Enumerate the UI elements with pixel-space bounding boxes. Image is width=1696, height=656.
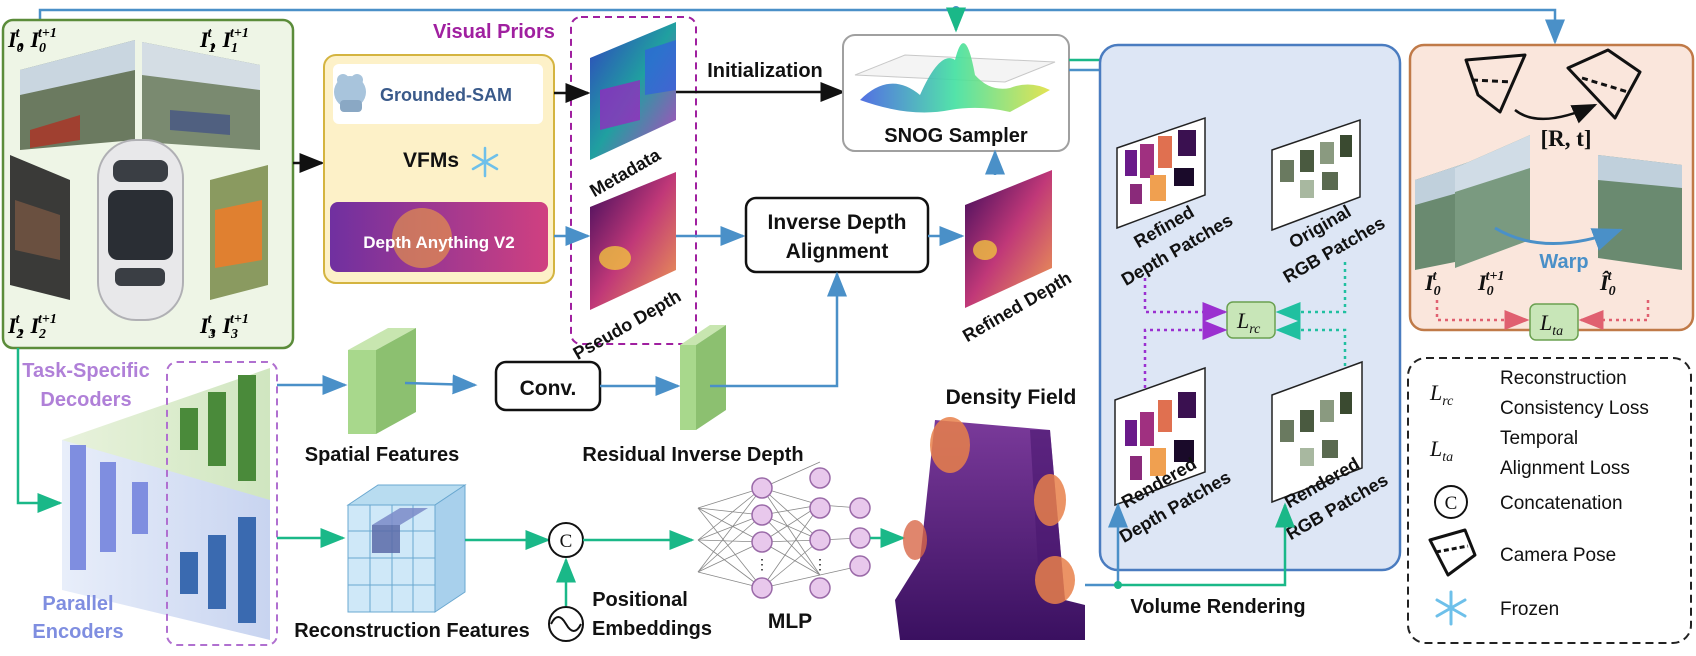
- decoders-label-line2: Decoders: [40, 389, 131, 411]
- original-rgb-to-lrc-arrow: [1275, 262, 1347, 322]
- front-left-image: [20, 40, 135, 150]
- i0hat-label: Î0t: [1599, 269, 1616, 299]
- residual-inverse-depth-label: Residual Inverse Depth: [582, 444, 803, 466]
- legend-camera-pose: Camera Pose: [1500, 545, 1616, 566]
- rendered-rgb-patches-image: [1271, 360, 1363, 504]
- inverse-depth-alignment-line1: Inverse Depth: [768, 211, 907, 234]
- i0t-label: I0t: [1424, 269, 1441, 299]
- legend-ta-symbol: Lta: [1429, 436, 1453, 465]
- visual-priors-frame: [570, 16, 697, 345]
- camera-pose-legend-icon: [1428, 528, 1477, 577]
- mlp-nodes: [751, 467, 871, 599]
- visual-priors-title: Visual Priors: [433, 21, 555, 43]
- temporal-alignment-panel: [R, t] Warp I0t I0t+1 Î0t Lta: [1408, 43, 1695, 341]
- density-field-volume: [895, 417, 1085, 640]
- concat-node-letter: C: [560, 531, 573, 552]
- top-feedback-line: [38, 6, 1565, 45]
- decoders-label-line1: Task-Specific: [22, 360, 149, 382]
- cam2-label: I2t, I2t+1: [7, 312, 57, 342]
- snowflake-icon: [471, 146, 499, 178]
- input-to-encoder-arrow: [16, 348, 63, 513]
- residual-to-align-arrow: [710, 271, 847, 388]
- vfm-panel: Grounded-SAM VFMs Depth Anything V2: [323, 54, 555, 284]
- concat-icon: C: [1434, 485, 1468, 519]
- positional-label-line1: Positional: [592, 589, 688, 611]
- concat-node: C: [548, 522, 584, 558]
- warp-label: Warp: [1539, 251, 1588, 273]
- snog-sampler-label: SNOG Sampler: [884, 125, 1028, 147]
- spatial-features-block: [348, 328, 416, 434]
- vfms-label: VFMs: [403, 149, 459, 172]
- cam3-label: I3t, I3t+1: [199, 312, 249, 342]
- grounded-sam-label: Grounded-SAM: [380, 85, 512, 105]
- grounded-sam-logo-icon: [334, 74, 366, 112]
- conv-box: Conv.: [494, 360, 602, 412]
- mlp-ellipsis-1: ⋮: [755, 556, 769, 572]
- refined-depth-patches-image: [1116, 116, 1206, 230]
- pseudo-depth-label: Pseudo Depth: [570, 286, 685, 364]
- input-images-panel: I0t, I0t+1 I1t, I1t+1 I2t, I2t+1 I3t, I3…: [1, 18, 295, 350]
- legend-frozen: Frozen: [1500, 599, 1559, 620]
- rear-right-image: [210, 165, 268, 300]
- rendered-rgb-to-lrc-arrow: [1275, 320, 1347, 380]
- rendered-depth-patches-image: [1114, 366, 1206, 507]
- metadata-image: [590, 22, 676, 160]
- rear-left-image: [10, 155, 70, 300]
- legend-rc-symbol: Lrc: [1429, 380, 1454, 409]
- mlp-network: [697, 461, 861, 589]
- encoders-label-line2: Encoders: [32, 621, 123, 643]
- cam0-label: I0t, I0t+1: [7, 26, 57, 56]
- depth-anything-label: Depth Anything V2: [363, 233, 514, 252]
- positional-embedding-icon: [548, 606, 584, 642]
- legend-ta-line2: Alignment Loss: [1500, 458, 1630, 479]
- car-top-view: [97, 139, 184, 321]
- density-field-label: Density Field: [946, 386, 1077, 409]
- pose-label: [R, t]: [1540, 126, 1591, 151]
- reconstruction-features-label: Reconstruction Features: [294, 620, 530, 642]
- encoders-label-line1: Parallel: [42, 593, 113, 615]
- legend-rc-line2: Consistency Loss: [1500, 398, 1649, 419]
- loss-rc-label: Lrc: [1236, 308, 1261, 337]
- warped-frame-image: [1598, 155, 1682, 270]
- volume-rendering-label: Volume Rendering: [1130, 596, 1305, 618]
- conv-label: Conv.: [520, 377, 577, 400]
- snog-sampler-box: SNOG Sampler: [842, 34, 1070, 152]
- concat-icon-letter: C: [1445, 493, 1458, 514]
- initialization-label: Initialization: [707, 60, 823, 82]
- refined-depth-image: [965, 170, 1052, 308]
- legend-panel: Lrc Reconstruction Consistency Loss Lta …: [1407, 357, 1692, 644]
- legend-concat: Concatenation: [1500, 493, 1623, 514]
- inverse-depth-alignment-box: Inverse Depth Alignment: [744, 196, 930, 274]
- rendered-depth-to-lrc-arrow: [1143, 320, 1228, 395]
- residual-inverse-depth-block: [680, 325, 726, 430]
- loss-ta-label: Lta: [1539, 310, 1563, 339]
- reconstruction-features-cube: [346, 484, 467, 613]
- encoder-decoder-graphic: [62, 368, 270, 640]
- i0t1-label: I0t+1: [1477, 269, 1504, 299]
- legend-rc-line1: Reconstruction: [1500, 368, 1627, 389]
- spatial-to-conv-arrow: [404, 374, 478, 395]
- pseudo-depth-image: [590, 172, 676, 310]
- positional-label-line2: Embeddings: [592, 618, 712, 640]
- inverse-depth-alignment-line2: Alignment: [786, 240, 889, 263]
- mlp-ellipsis-2: ⋮: [813, 556, 827, 572]
- snowflake-legend-icon: [1435, 590, 1467, 626]
- camera-pose-icon: [1464, 48, 1642, 120]
- volume-rendering-arrows: [1085, 502, 1295, 589]
- cam1-label: I1t, I1t+1: [199, 26, 249, 56]
- original-rgb-patches-image: [1271, 118, 1361, 232]
- mlp-label: MLP: [768, 610, 812, 633]
- loss-rc-box: Lrc: [1226, 301, 1276, 339]
- spatial-features-label: Spatial Features: [305, 444, 460, 466]
- front-right-image: [142, 42, 260, 150]
- legend-ta-line1: Temporal: [1500, 428, 1578, 449]
